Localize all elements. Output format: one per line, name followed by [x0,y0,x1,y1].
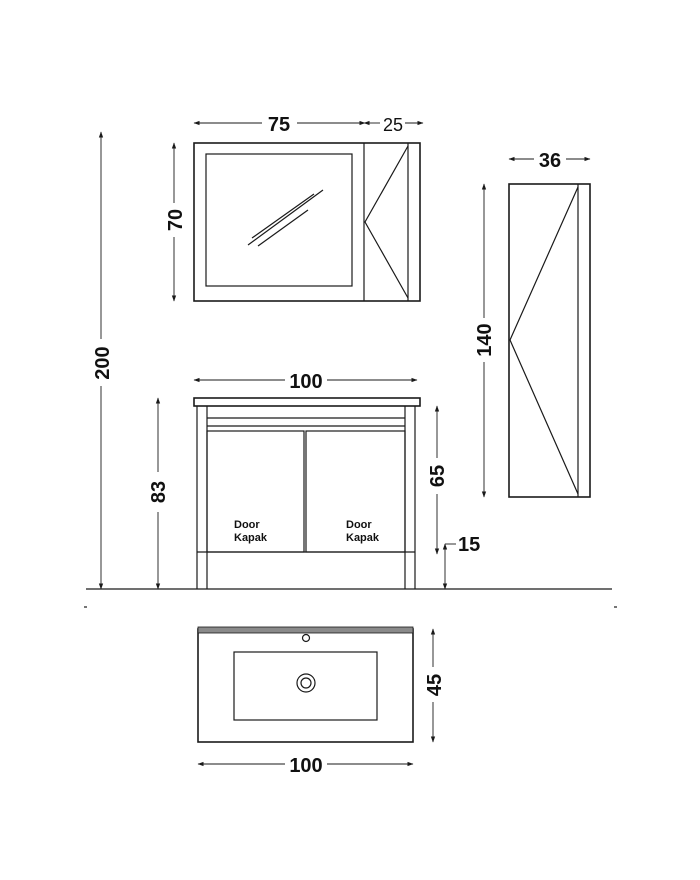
basin-width-label: 100 [289,755,322,777]
tap-hole-icon [301,633,311,643]
total-height-dimension: 200 [92,131,114,590]
mirror-height-dimension: 70 [165,142,187,302]
mirror-cabinet [193,142,421,302]
vanity-door-height-dimension: 65 [427,405,449,555]
vanity-width-dimension: 100 [193,371,418,393]
floor-line [84,588,617,608]
vanity-height-dimension: 83 [148,397,170,590]
tall-cabinet-height-label: 140 [474,323,496,356]
left-door-label-line1: Door [234,519,260,531]
basin-top-view [197,626,414,743]
right-door-label-line2: Kapak [346,532,380,544]
basin-depth-dimension: 45 [424,628,446,743]
drain-icon [296,673,316,693]
mirror-side-width-dimension: 25 [363,115,424,135]
vanity-width-label: 100 [289,371,322,393]
basin-width-dimension: 100 [197,755,414,777]
vanity-leg-height-dimension: 15 [442,534,480,590]
vanity-leg-height-label: 15 [458,534,480,556]
mirror-glare-icon [247,189,324,247]
tall-cabinet [508,183,591,498]
mirror-width-label: 75 [268,114,290,136]
mirror-side-width-label: 25 [383,115,403,135]
tall-cabinet-width-label: 36 [539,150,561,172]
mirror-width-dimension: 75 [193,114,366,136]
vanity-height-label: 83 [148,481,170,503]
right-door-label-line1: Door [346,519,372,531]
vanity-unit: Door Kapak Door Kapak [193,397,421,589]
vanity-door-height-label: 65 [427,465,449,487]
mirror-height-label: 70 [165,209,187,231]
total-height-label: 200 [92,346,114,379]
basin-depth-label: 45 [424,674,446,696]
left-door-label-line2: Kapak [234,532,268,544]
tall-cabinet-height-dimension: 140 [474,183,496,498]
tall-cabinet-width-dimension: 36 [508,150,591,172]
